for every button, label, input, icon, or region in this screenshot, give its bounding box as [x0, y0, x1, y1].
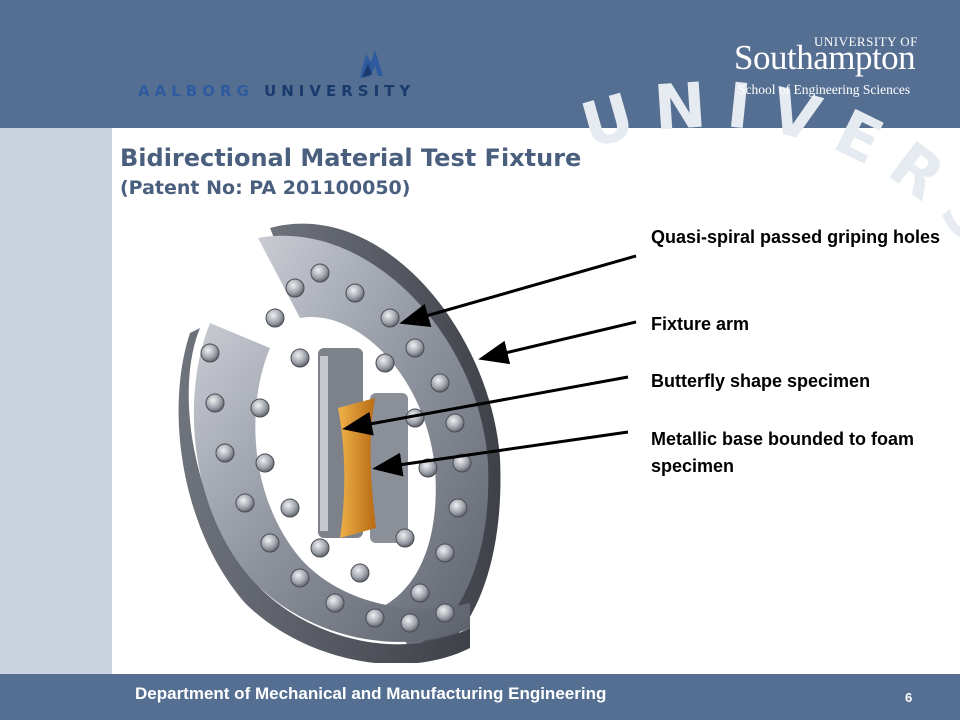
arrow-metallic-base	[372, 430, 629, 477]
callout-fixture-arm: Fixture arm	[651, 314, 750, 334]
southampton-name: Southampton	[734, 38, 916, 77]
arrow-quasi-spiral	[399, 254, 637, 327]
left-sidebar-strip	[0, 128, 112, 674]
slide-title: Bidirectional Material Test Fixture	[120, 144, 582, 172]
page-number: 6	[905, 690, 913, 705]
aalborg-logo-text: AALBORG UNIVERSITY	[138, 82, 416, 100]
footer-bar	[0, 674, 960, 720]
callout-quasi-spiral: Quasi-spiral passed griping holes	[651, 227, 941, 247]
southampton-school: School of Engineering Sciences	[738, 82, 911, 97]
aalborg-university-logo: AALBORG UNIVERSITY	[138, 48, 418, 103]
aalborg-emblem-icon	[360, 50, 383, 78]
southampton-university-of: UNIVERSITY OF	[814, 34, 918, 49]
slide-subtitle: (Patent No: PA 201100050)	[120, 177, 411, 199]
header-bar	[0, 0, 960, 128]
callout-butterfly-specimen: Butterfly shape specimen	[651, 371, 871, 391]
test-fixture-illustration	[178, 223, 501, 663]
footer-department: Department of Mechanical and Manufacturi…	[135, 684, 607, 703]
arrow-fixture-arm	[478, 320, 637, 365]
arrow-butterfly-specimen	[342, 375, 629, 436]
callout-metallic-base: Metallic base bounded to foam specimen	[651, 429, 915, 476]
